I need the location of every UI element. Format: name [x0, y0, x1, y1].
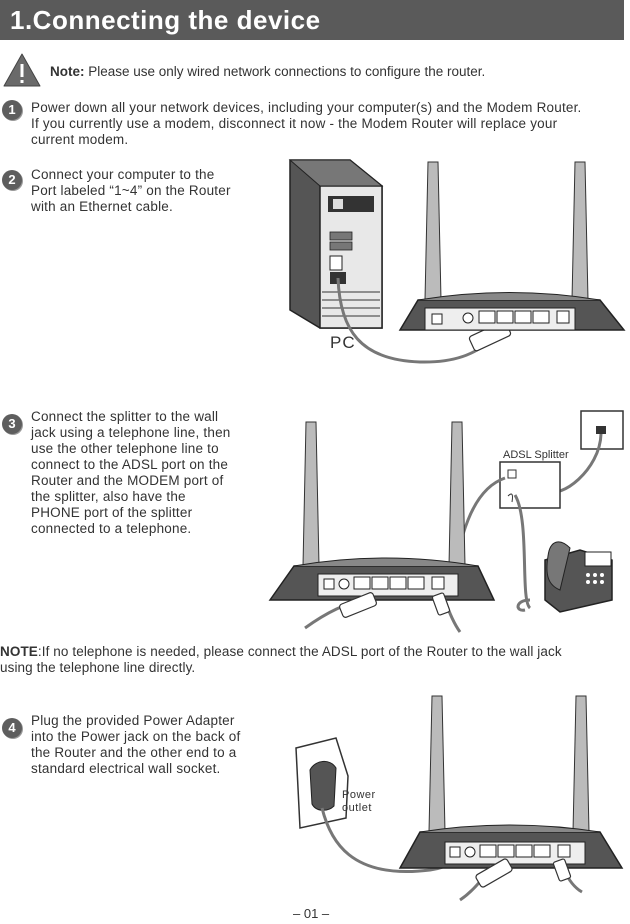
step-4-line: the Router and the other end to a: [31, 745, 237, 760]
step-2-badge: 2: [2, 170, 22, 190]
step-1-line: If you currently use a modem, disconnect…: [31, 116, 558, 131]
power-outlet-label-line-2: outlet: [342, 802, 372, 814]
router-illustration-2: [268, 421, 496, 601]
step-4-line: standard electrical wall socket.: [31, 761, 221, 776]
note-line: Note: Please use only wired network conn…: [50, 64, 485, 80]
step-1-text: Power down all your network devices, inc…: [31, 100, 630, 148]
step-3-line: the splitter, also have the: [31, 489, 186, 504]
router-illustration-3: [398, 695, 624, 869]
step-3-line: connect to the ADSL port on the: [31, 457, 229, 472]
step-3-line: Connect the splitter to the wall: [31, 409, 219, 424]
power-outlet-illustration: [295, 737, 349, 829]
step-1-line: Power down all your network devices, inc…: [31, 100, 582, 115]
step-3-line: jack using a telephone line, then: [31, 425, 231, 440]
step-3-line: connected to a telephone.: [31, 521, 192, 536]
pc-label: PC: [330, 333, 356, 352]
step-3-line: use the other telephone line to: [31, 441, 219, 456]
step-4-line: Plug the provided Power Adapter: [31, 713, 235, 728]
no-telephone-note: NOTE:If no telephone is needed, please c…: [0, 644, 630, 676]
ethernet-cable: [336, 277, 492, 364]
no-telephone-note-line-2: using the telephone line directly.: [0, 660, 196, 675]
step-3-line: Router and the MODEM port of: [31, 473, 224, 488]
step-4-line: into the Power jack on the back of: [31, 729, 241, 744]
section-header-bar: [0, 0, 624, 40]
step-1-line: current modem.: [31, 132, 129, 147]
step-4-text: Plug the provided Power Adapter into the…: [31, 713, 271, 777]
note-label: Note:: [50, 64, 85, 79]
section-title: 1.Connecting the device: [10, 5, 321, 35]
step-1-badge: 1: [2, 100, 22, 120]
pc-tower-illustration: [288, 159, 384, 329]
power-outlet-label-line-1: Power: [342, 789, 376, 801]
wall-jack-illustration: [580, 410, 624, 450]
router-illustration-1: [398, 161, 626, 331]
step-3-badge: 3: [2, 414, 22, 434]
note-text: Please use only wired network connection…: [84, 64, 486, 79]
no-telephone-note-label: NOTE: [0, 644, 38, 659]
step-2-line: Port labeled “1~4” on the Router: [31, 183, 231, 198]
step-4-badge: 4: [2, 718, 22, 738]
step-3-text: Connect the splitter to the wall jack us…: [31, 409, 271, 537]
adsl-splitter-illustration: [499, 461, 561, 509]
telephone-illustration: [516, 541, 613, 613]
splitter-label: ADSL Splitter: [503, 449, 569, 461]
step-3-line: PHONE port of the splitter: [31, 505, 193, 520]
no-telephone-note-line-1: :If no telephone is needed, please conne…: [37, 644, 562, 659]
step-2-text: Connect your computer to the Port labele…: [31, 167, 271, 215]
step-2-line: with an Ethernet cable.: [31, 199, 173, 214]
page-number: – 01 –: [293, 906, 330, 921]
power-outlet-label: Power outlet: [342, 789, 376, 815]
step-2-line: Connect your computer to the: [31, 167, 215, 182]
warning-icon: [3, 53, 41, 87]
